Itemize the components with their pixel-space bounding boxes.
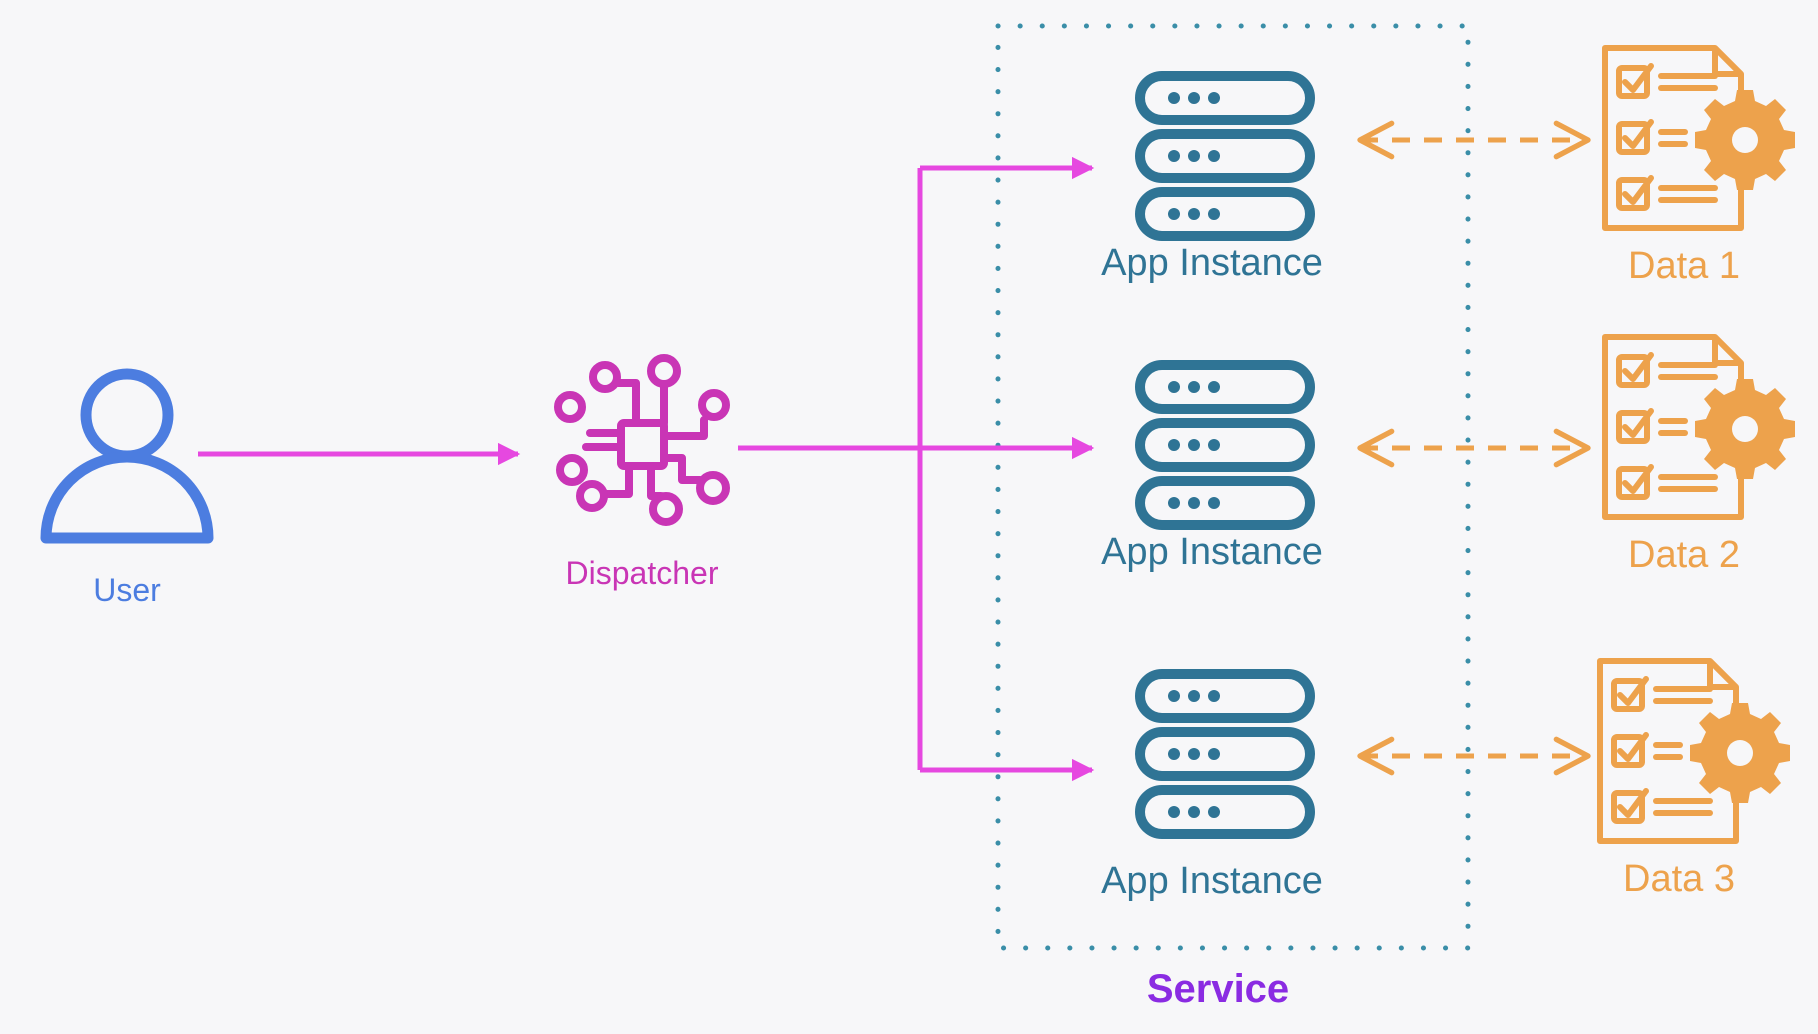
service-group-label: Service: [1146, 967, 1290, 1011]
service-group-boundary: [995, 23, 1471, 951]
checklist-gear-icon: [1597, 658, 1790, 844]
data-store-label: Data 1: [1628, 245, 1740, 287]
server-stack-icon: [1135, 71, 1315, 241]
data-store-label: Data 2: [1628, 534, 1740, 576]
app-instance-label: App Instance: [1101, 242, 1323, 284]
server-stack-icon: [1135, 360, 1315, 530]
dispatcher-label: Dispatcher: [565, 555, 719, 591]
user-icon: [40, 368, 214, 544]
data-store-label: Data 3: [1623, 858, 1735, 900]
app-instance-label: App Instance: [1101, 531, 1323, 573]
user-label: User: [93, 572, 161, 608]
server-stack-icon: [1135, 669, 1315, 839]
circuit-chip-icon: [554, 354, 730, 526]
app-instance-label: App Instance: [1101, 860, 1323, 902]
checklist-gear-icon: [1602, 334, 1795, 520]
checklist-gear-icon: [1602, 45, 1795, 231]
